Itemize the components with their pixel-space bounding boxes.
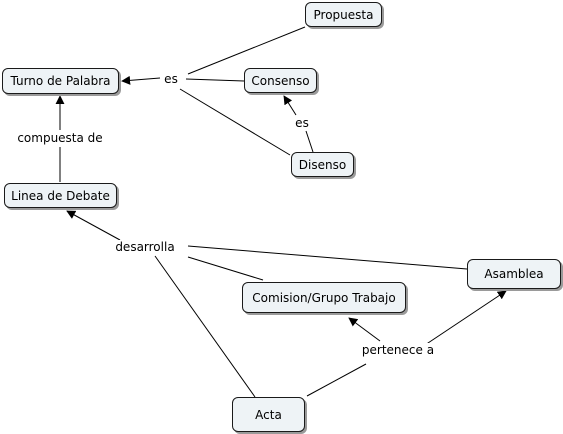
- concept-label: Asamblea: [484, 267, 544, 281]
- line-asamblea-desarrolla: [187, 245, 468, 270]
- concept-asamblea[interactable]: Asamblea: [467, 259, 561, 289]
- link-label-compuesta-de: compuesta de: [15, 131, 105, 145]
- concept-label: Comision/Grupo Trabajo: [252, 290, 396, 305]
- line-disenso-es: [179, 88, 291, 156]
- concept-turno-de-palabra[interactable]: Turno de Palabra: [2, 68, 119, 94]
- arrow-pertenece-comision: [348, 317, 381, 342]
- arrow-pertenece-asamblea: [424, 290, 507, 346]
- line-acta-pertenece: [306, 363, 367, 397]
- arrow-es2-consenso: [283, 95, 297, 116]
- link-label-pertenece-a: pertenece a: [359, 343, 437, 357]
- concept-label: Consenso: [251, 73, 310, 88]
- line-propuesta-es: [187, 26, 306, 75]
- line-comision-desarrolla: [187, 256, 264, 281]
- arrow-es-turno: [121, 75, 161, 85]
- line-consenso-es: [185, 78, 245, 82]
- line-disenso-es2: [305, 130, 314, 153]
- concept-label: Disenso: [298, 157, 347, 172]
- concept-linea-de-debate[interactable]: Linea de Debate: [4, 183, 117, 208]
- link-label-es: es: [162, 72, 180, 86]
- concept-label: Turno de Palabra: [10, 74, 111, 88]
- line-acta-desarrolla: [154, 255, 256, 398]
- concept-acta[interactable]: Acta: [232, 397, 305, 432]
- concept-label: Acta: [255, 407, 282, 422]
- concept-propuesta[interactable]: Propuesta: [305, 2, 382, 27]
- concept-label: Linea de Debate: [11, 188, 110, 203]
- concept-comision-grupo-trabajo[interactable]: Comision/Grupo Trabajo: [242, 282, 406, 313]
- concept-consenso[interactable]: Consenso: [244, 68, 317, 93]
- arrow-desarrolla-linea: [66, 210, 121, 241]
- concept-disenso[interactable]: Disenso: [291, 152, 354, 177]
- link-label-desarrolla: desarrolla: [113, 240, 177, 254]
- concept-label: Propuesta: [313, 7, 374, 22]
- link-label-es-disenso: es: [293, 116, 311, 130]
